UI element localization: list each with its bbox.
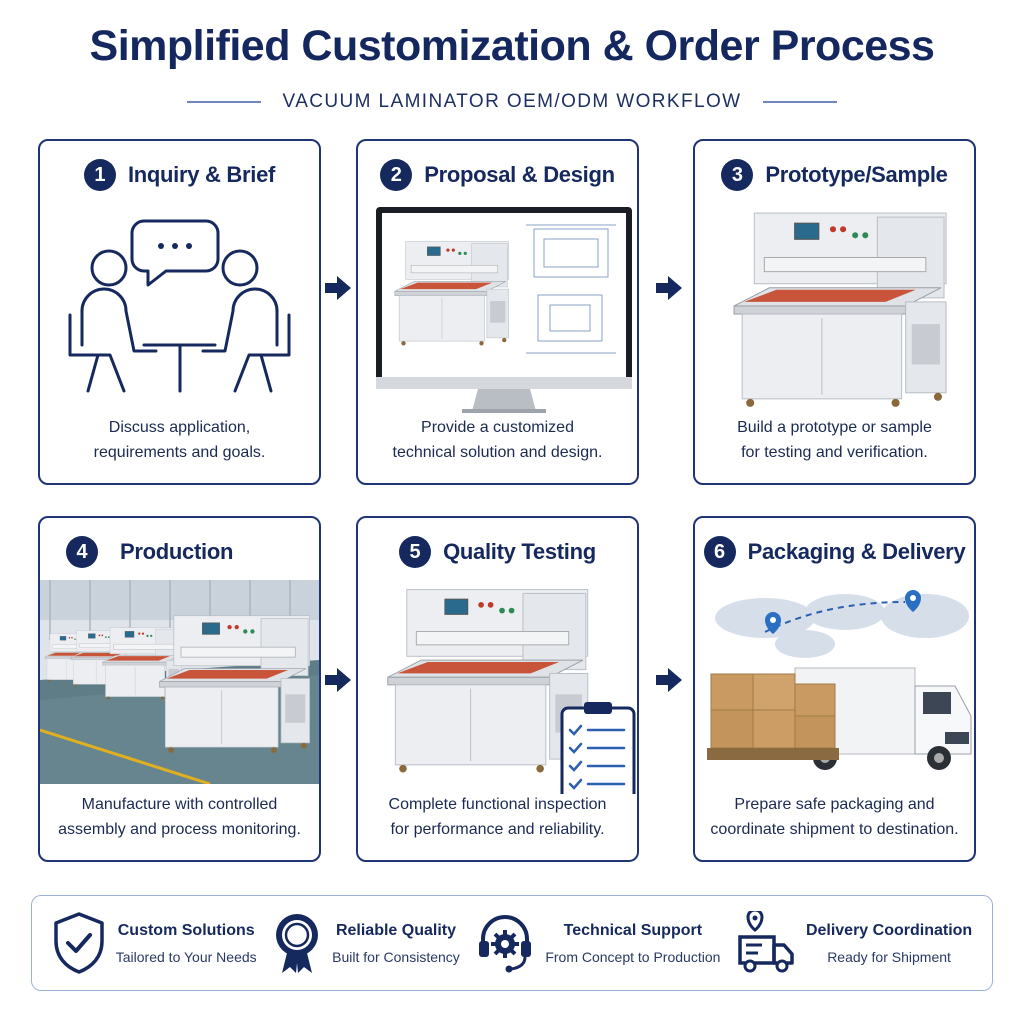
step-desc-line: Manufacture with controlled <box>81 796 278 813</box>
arrow-right-icon <box>325 668 351 692</box>
factory-line-image <box>39 580 319 790</box>
truck-pin-icon <box>738 911 794 973</box>
benefit-title: Delivery Coordination <box>805 921 973 939</box>
benefit-subtitle: Built for Consistency <box>332 948 460 965</box>
step-card-prototype: 3 Prototype/Sample Build a prototype or … <box>693 139 976 485</box>
shield-check-icon <box>54 912 104 974</box>
step-number-badge: 1 <box>83 159 116 191</box>
machine-checklist-image <box>358 582 637 802</box>
laminator-machine-image <box>695 205 974 415</box>
step-number-badge: 6 <box>703 536 736 568</box>
step-desc-line: assembly and process monitoring. <box>58 821 301 838</box>
benefit-subtitle: From Concept to Production <box>545 948 721 965</box>
step-title: Packaging & Delivery <box>747 539 966 564</box>
arrow-right-icon <box>656 276 682 300</box>
step-desc-line: for performance and reliability. <box>390 821 605 838</box>
benefit-title: Technical Support <box>563 921 703 939</box>
arrow-right-icon <box>656 668 682 692</box>
arrow-right-icon <box>325 276 351 300</box>
step-desc-line: technical solution and design. <box>392 444 603 461</box>
benefit-delivery-coordination: Delivery Coordination Ready for Shipment <box>736 911 972 975</box>
step-desc-line: Discuss application, <box>108 419 251 436</box>
step-title: Prototype/Sample <box>765 162 948 187</box>
page-subtitle: VACUUM LAMINATOR OEM/ODM WORKFLOW <box>282 91 742 112</box>
step-card-proposal: 2 Proposal & Design Provide a customized… <box>356 139 639 485</box>
benefit-reliable-quality: Reliable Quality Built for Consistency <box>272 911 460 975</box>
benefit-subtitle: Tailored to Your Needs <box>115 948 257 965</box>
step-description: Manufacture with controlled assembly and… <box>50 792 309 842</box>
step-header: 3 Prototype/Sample <box>695 155 974 195</box>
step-card-production: 4 Production Manufacture with controlled… <box>38 516 321 862</box>
award-badge-icon <box>276 914 319 973</box>
headset-gear-icon <box>479 915 532 973</box>
step-header: 1 Inquiry & Brief <box>40 155 319 195</box>
step-desc-line: Prepare safe packaging and <box>734 796 935 813</box>
step-desc-line: Build a prototype or sample <box>737 419 932 436</box>
clipboard-check-icon <box>560 702 636 802</box>
step-number-badge: 4 <box>66 536 98 568</box>
benefit-title: Custom Solutions <box>117 921 255 939</box>
step-description: Discuss application, requirements and go… <box>50 415 309 465</box>
step-title: Proposal & Design <box>424 162 615 187</box>
step-description: Prepare safe packaging and coordinate sh… <box>705 792 964 842</box>
step-description: Complete functional inspection for perfo… <box>368 792 627 842</box>
benefit-custom-solutions: Custom Solutions Tailored to Your Needs <box>52 911 257 975</box>
step-desc-line: Provide a customized <box>421 419 574 436</box>
benefit-title: Reliable Quality <box>335 921 456 939</box>
step-desc-line: requirements and goals. <box>93 444 266 461</box>
step-title: Inquiry & Brief <box>127 162 276 187</box>
step-card-inquiry: 1 Inquiry & Brief Discuss application, r… <box>38 139 321 485</box>
step-header: 5 Quality Testing <box>358 532 637 572</box>
step-card-delivery: 6 Packaging & Delivery <box>693 516 976 862</box>
step-header: 4 Production <box>40 532 319 572</box>
step-header: 2 Proposal & Design <box>358 155 637 195</box>
truck-boxes-image <box>695 582 974 792</box>
step-number-badge: 2 <box>380 159 413 191</box>
subtitle-row: VACUUM LAMINATOR OEM/ODM WORKFLOW <box>0 89 1024 115</box>
step-description: Build a prototype or sample for testing … <box>705 415 964 465</box>
step-desc-line: for testing and verification. <box>741 444 928 461</box>
step-desc-line: Complete functional inspection <box>388 796 607 813</box>
page-title: Simplified Customization & Order Process <box>89 22 935 70</box>
monitor-design-image <box>358 205 637 415</box>
step-title: Production <box>120 539 234 564</box>
step-title: Quality Testing <box>443 539 596 564</box>
benefit-subtitle: Ready for Shipment <box>827 948 951 965</box>
step-card-quality: 5 Quality Testing Complete functional in… <box>356 516 639 862</box>
meeting-icon <box>40 205 319 415</box>
subtitle-left-rule <box>186 101 261 103</box>
benefits-bar: Custom Solutions Tailored to Your Needs … <box>31 895 993 991</box>
benefit-technical-support: Technical Support From Concept to Produc… <box>475 911 720 975</box>
step-description: Provide a customized technical solution … <box>368 415 627 465</box>
step-desc-line: coordinate shipment to destination. <box>710 821 959 838</box>
step-number-badge: 3 <box>721 159 754 191</box>
step-header: 6 Packaging & Delivery <box>695 532 974 572</box>
subtitle-right-rule <box>763 101 838 103</box>
step-number-badge: 5 <box>399 536 432 568</box>
